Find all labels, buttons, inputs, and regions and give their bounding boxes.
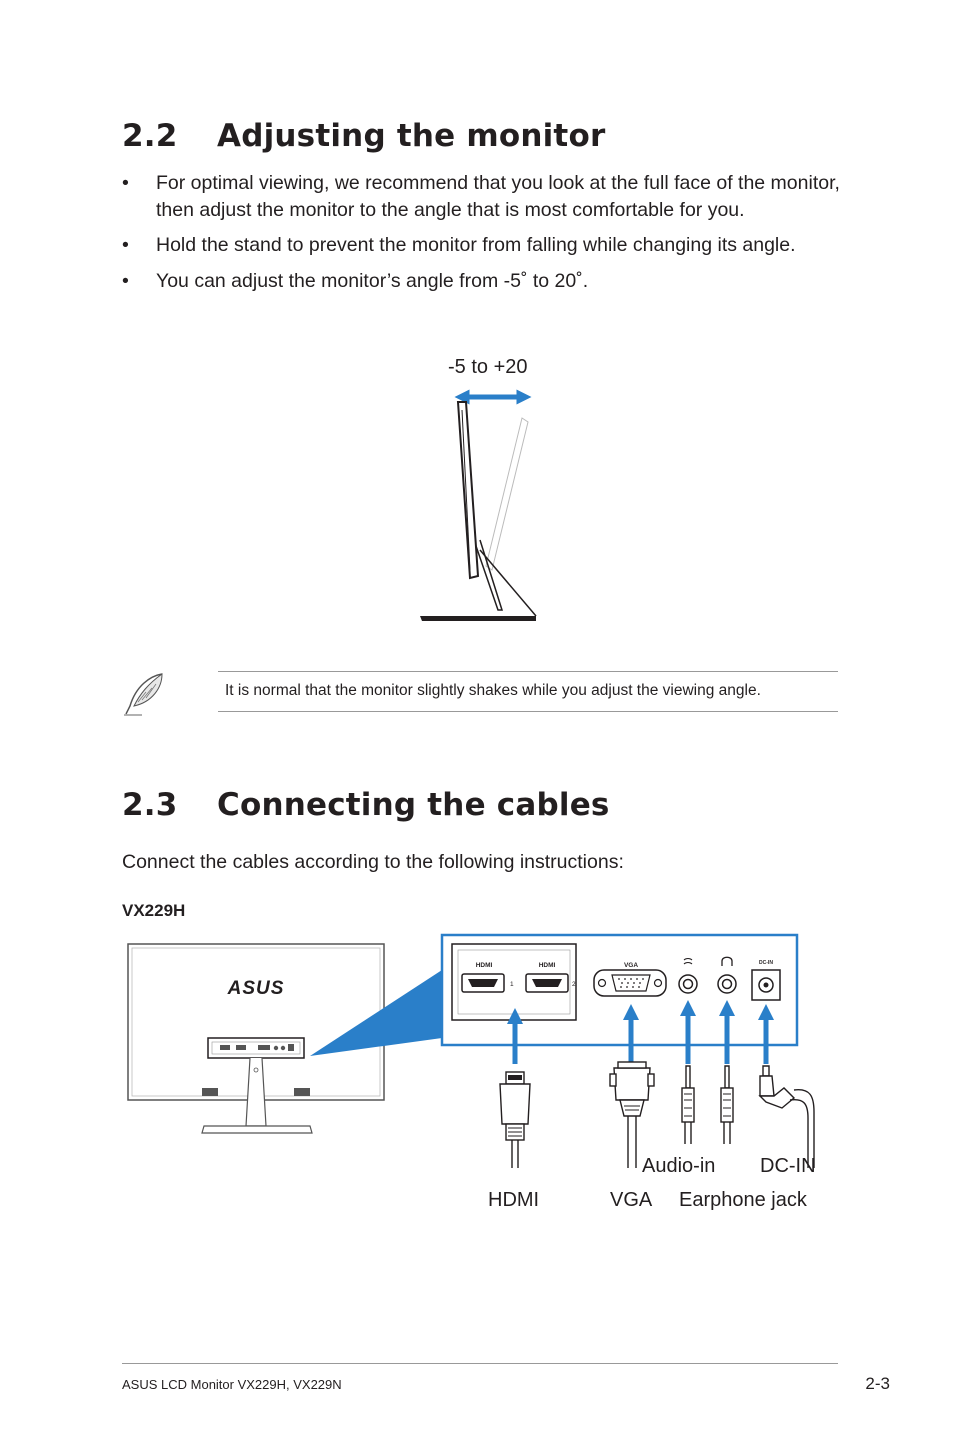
note-top-rule	[218, 671, 838, 672]
headphone-icon	[721, 956, 733, 966]
bullet-dot: •	[122, 234, 129, 256]
list-item: • For optimal viewing, we recommend that…	[122, 170, 842, 223]
dc-in-label: DC-IN	[760, 1155, 816, 1177]
bullet-text: You can adjust the monitor’s angle from …	[156, 269, 589, 292]
page-number: 2-3	[865, 1374, 890, 1393]
bullet-text: For optimal viewing, we recommend that y…	[156, 172, 840, 221]
stand-base	[201, 1125, 313, 1134]
monitor-rear-view: ASUS	[127, 943, 385, 1134]
earphone-jack-label: Earphone jack	[679, 1189, 807, 1211]
list-item: • Hold the stand to prevent the monitor …	[122, 232, 842, 259]
audio-in-icon	[683, 958, 693, 965]
dc-in-cable-icon	[758, 1065, 815, 1168]
monitor-base	[420, 616, 536, 621]
bullet-text: Hold the stand to prevent the monitor fr…	[156, 234, 796, 256]
svg-text:DC-IN: DC-IN	[759, 960, 773, 966]
feather-note-icon	[124, 673, 163, 716]
port-panel-zoomed: HDMI 1 HDMI 2 VGA DC-IN	[440, 933, 799, 1047]
earphone-jack-icon	[720, 1065, 734, 1144]
cable-connection-diagram: ASUS HDMI 1 HDMI 2 VGA	[127, 933, 815, 1168]
note-bottom-rule	[218, 711, 838, 712]
bullet-dot: •	[122, 172, 129, 194]
intro-text: Connect the cables according to the foll…	[122, 851, 624, 873]
footer-rule	[122, 1363, 838, 1364]
tilt-angle-label: -5 to +20	[448, 356, 528, 378]
monitor-stand	[475, 539, 504, 611]
audio-in-label: Audio-in	[642, 1155, 716, 1177]
hdmi-cable-icon	[499, 1071, 531, 1168]
monitor-panel	[456, 401, 480, 580]
hdmi-label: HDMI	[488, 1189, 540, 1211]
monitor-tilt-illustration	[420, 389, 537, 621]
bullet-list: • For optimal viewing, we recommend that…	[122, 170, 842, 303]
svg-text:1: 1	[510, 981, 514, 988]
section-2-2-heading: 2.2 Adjusting the monitor	[122, 118, 822, 158]
bullet-dot: •	[122, 269, 129, 292]
footer-product-name: ASUS LCD Monitor VX229H, VX229N	[122, 1377, 342, 1392]
section-2-3-heading: 2.3 Connecting the cables	[122, 787, 822, 827]
model-label: VX229H	[122, 901, 186, 920]
list-item: • You can adjust the monitor’s angle fro…	[122, 268, 842, 295]
svg-text:VGA: VGA	[624, 962, 638, 969]
section-title: Connecting the cables	[217, 787, 610, 823]
svg-text:HDMI: HDMI	[476, 962, 493, 969]
section-title: Adjusting the monitor	[217, 118, 606, 154]
asus-logo: ASUS	[227, 978, 285, 999]
zoom-callout	[310, 970, 442, 1056]
section-number: 2.3	[122, 787, 178, 823]
svg-text:2: 2	[572, 981, 576, 988]
vga-label: VGA	[610, 1189, 653, 1211]
audio-jack-icon	[681, 1065, 695, 1144]
svg-text:HDMI: HDMI	[539, 962, 556, 969]
note-text: It is normal that the monitor slightly s…	[225, 682, 761, 699]
tilted-panel-outline	[485, 417, 529, 571]
vga-cable-icon	[609, 1061, 655, 1168]
section-number: 2.2	[122, 118, 178, 154]
